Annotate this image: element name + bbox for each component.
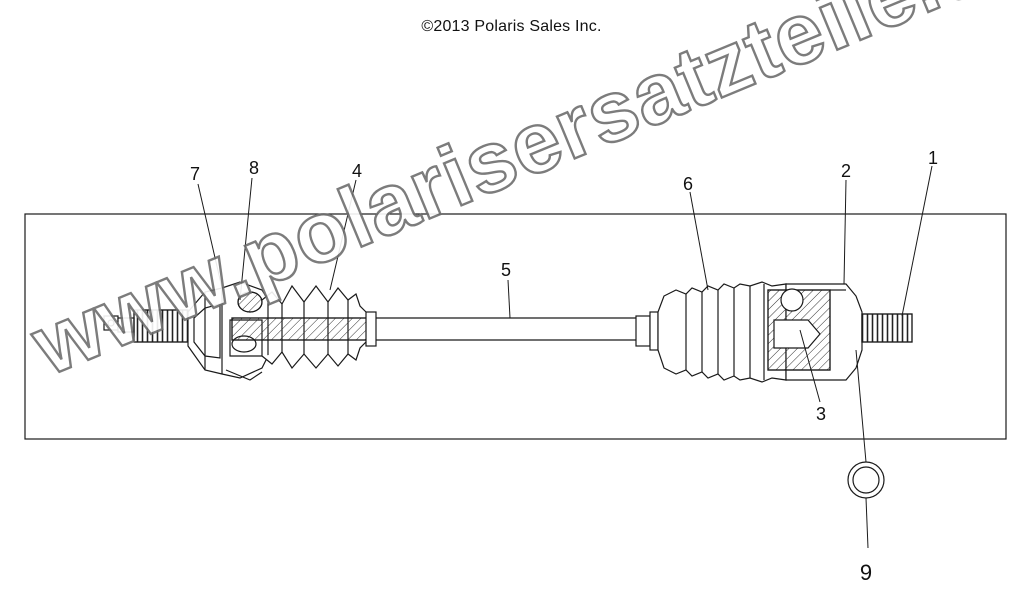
outer-boot xyxy=(657,281,787,383)
callout-2: 2 xyxy=(841,161,851,181)
callout-6: 6 xyxy=(683,174,693,194)
left-stub-shaft xyxy=(103,309,189,343)
o-ring xyxy=(847,461,885,499)
callout-8: 8 xyxy=(249,158,259,178)
copyright-notice: ©2013 Polaris Sales Inc. xyxy=(421,18,602,35)
outer-stub-shaft xyxy=(861,313,913,343)
callout-1: 1 xyxy=(928,148,938,168)
callout-7: 7 xyxy=(190,164,200,184)
axle-shaft xyxy=(376,311,659,351)
diagram-frame xyxy=(24,213,1007,440)
callout-3: 3 xyxy=(816,404,826,424)
inner-shaft-section xyxy=(231,317,375,341)
outer-cv-joint xyxy=(767,283,863,381)
leader-lines xyxy=(197,165,933,549)
callouts: 1 2 3 4 5 6 7 8 9 xyxy=(190,148,938,585)
callout-4: 4 xyxy=(352,161,362,181)
callout-9: 9 xyxy=(860,560,872,585)
callout-5: 5 xyxy=(501,260,511,280)
